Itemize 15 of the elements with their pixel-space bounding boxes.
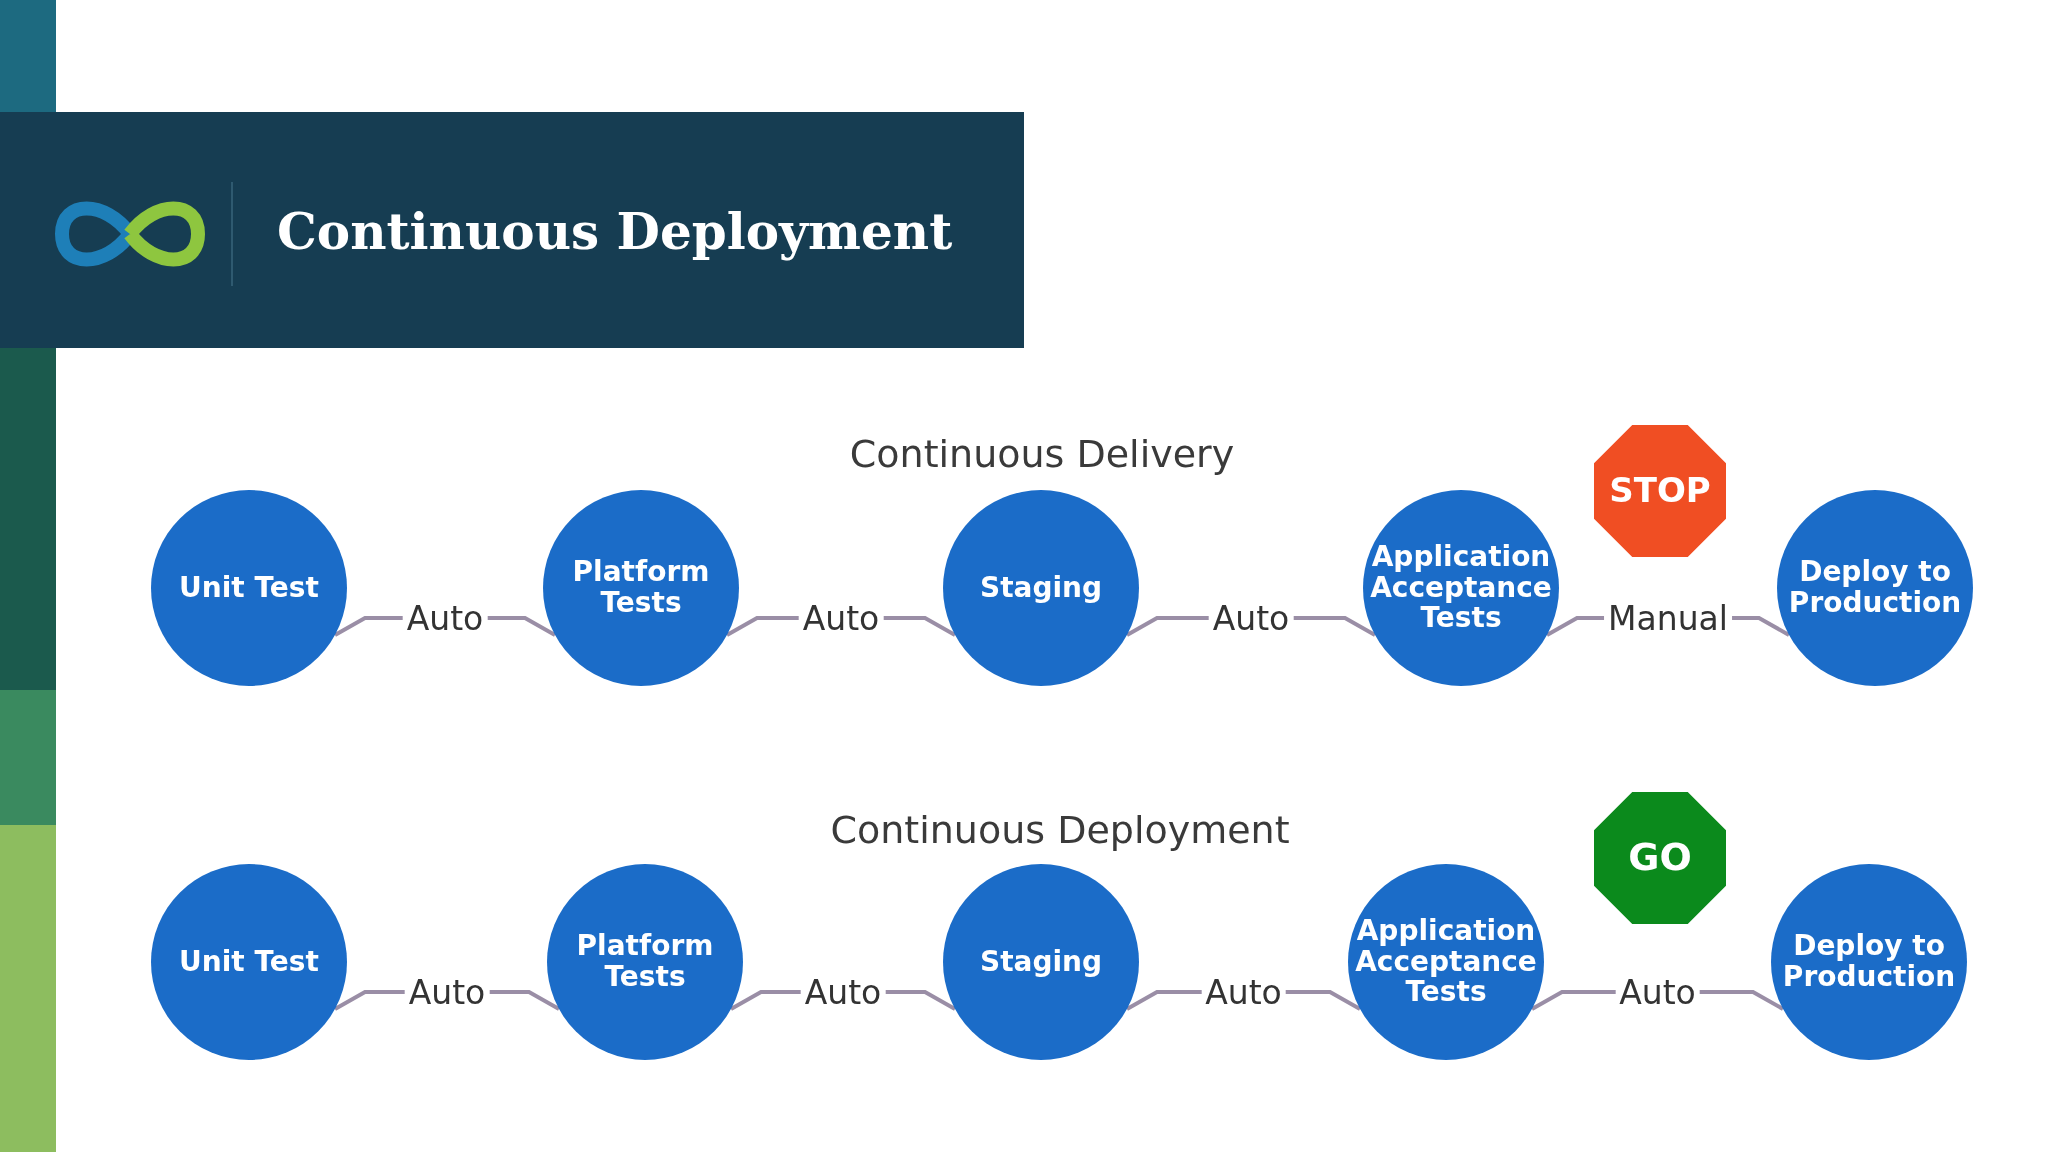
section-heading: Continuous Delivery [849, 432, 1235, 476]
step-label: Unit Test [179, 946, 319, 978]
step-label: Application Acceptance Tests [1355, 915, 1537, 1009]
page-title: Continuous Deployment [277, 202, 953, 261]
step-label: Deploy to Production [1782, 931, 1956, 993]
step-label: Deploy to Production [1788, 557, 1962, 619]
step-label: Staging [979, 572, 1103, 604]
section-heading: Continuous Deployment [830, 808, 1290, 852]
sign-text: GO [1628, 837, 1692, 879]
step-label: Platform Tests [575, 931, 715, 993]
step-label: Application Acceptance Tests [1370, 541, 1552, 635]
step-label: Platform Tests [571, 557, 711, 619]
sign-text: STOP [1609, 472, 1711, 510]
step-label: Staging [979, 946, 1103, 978]
step-label: Unit Test [179, 572, 319, 604]
